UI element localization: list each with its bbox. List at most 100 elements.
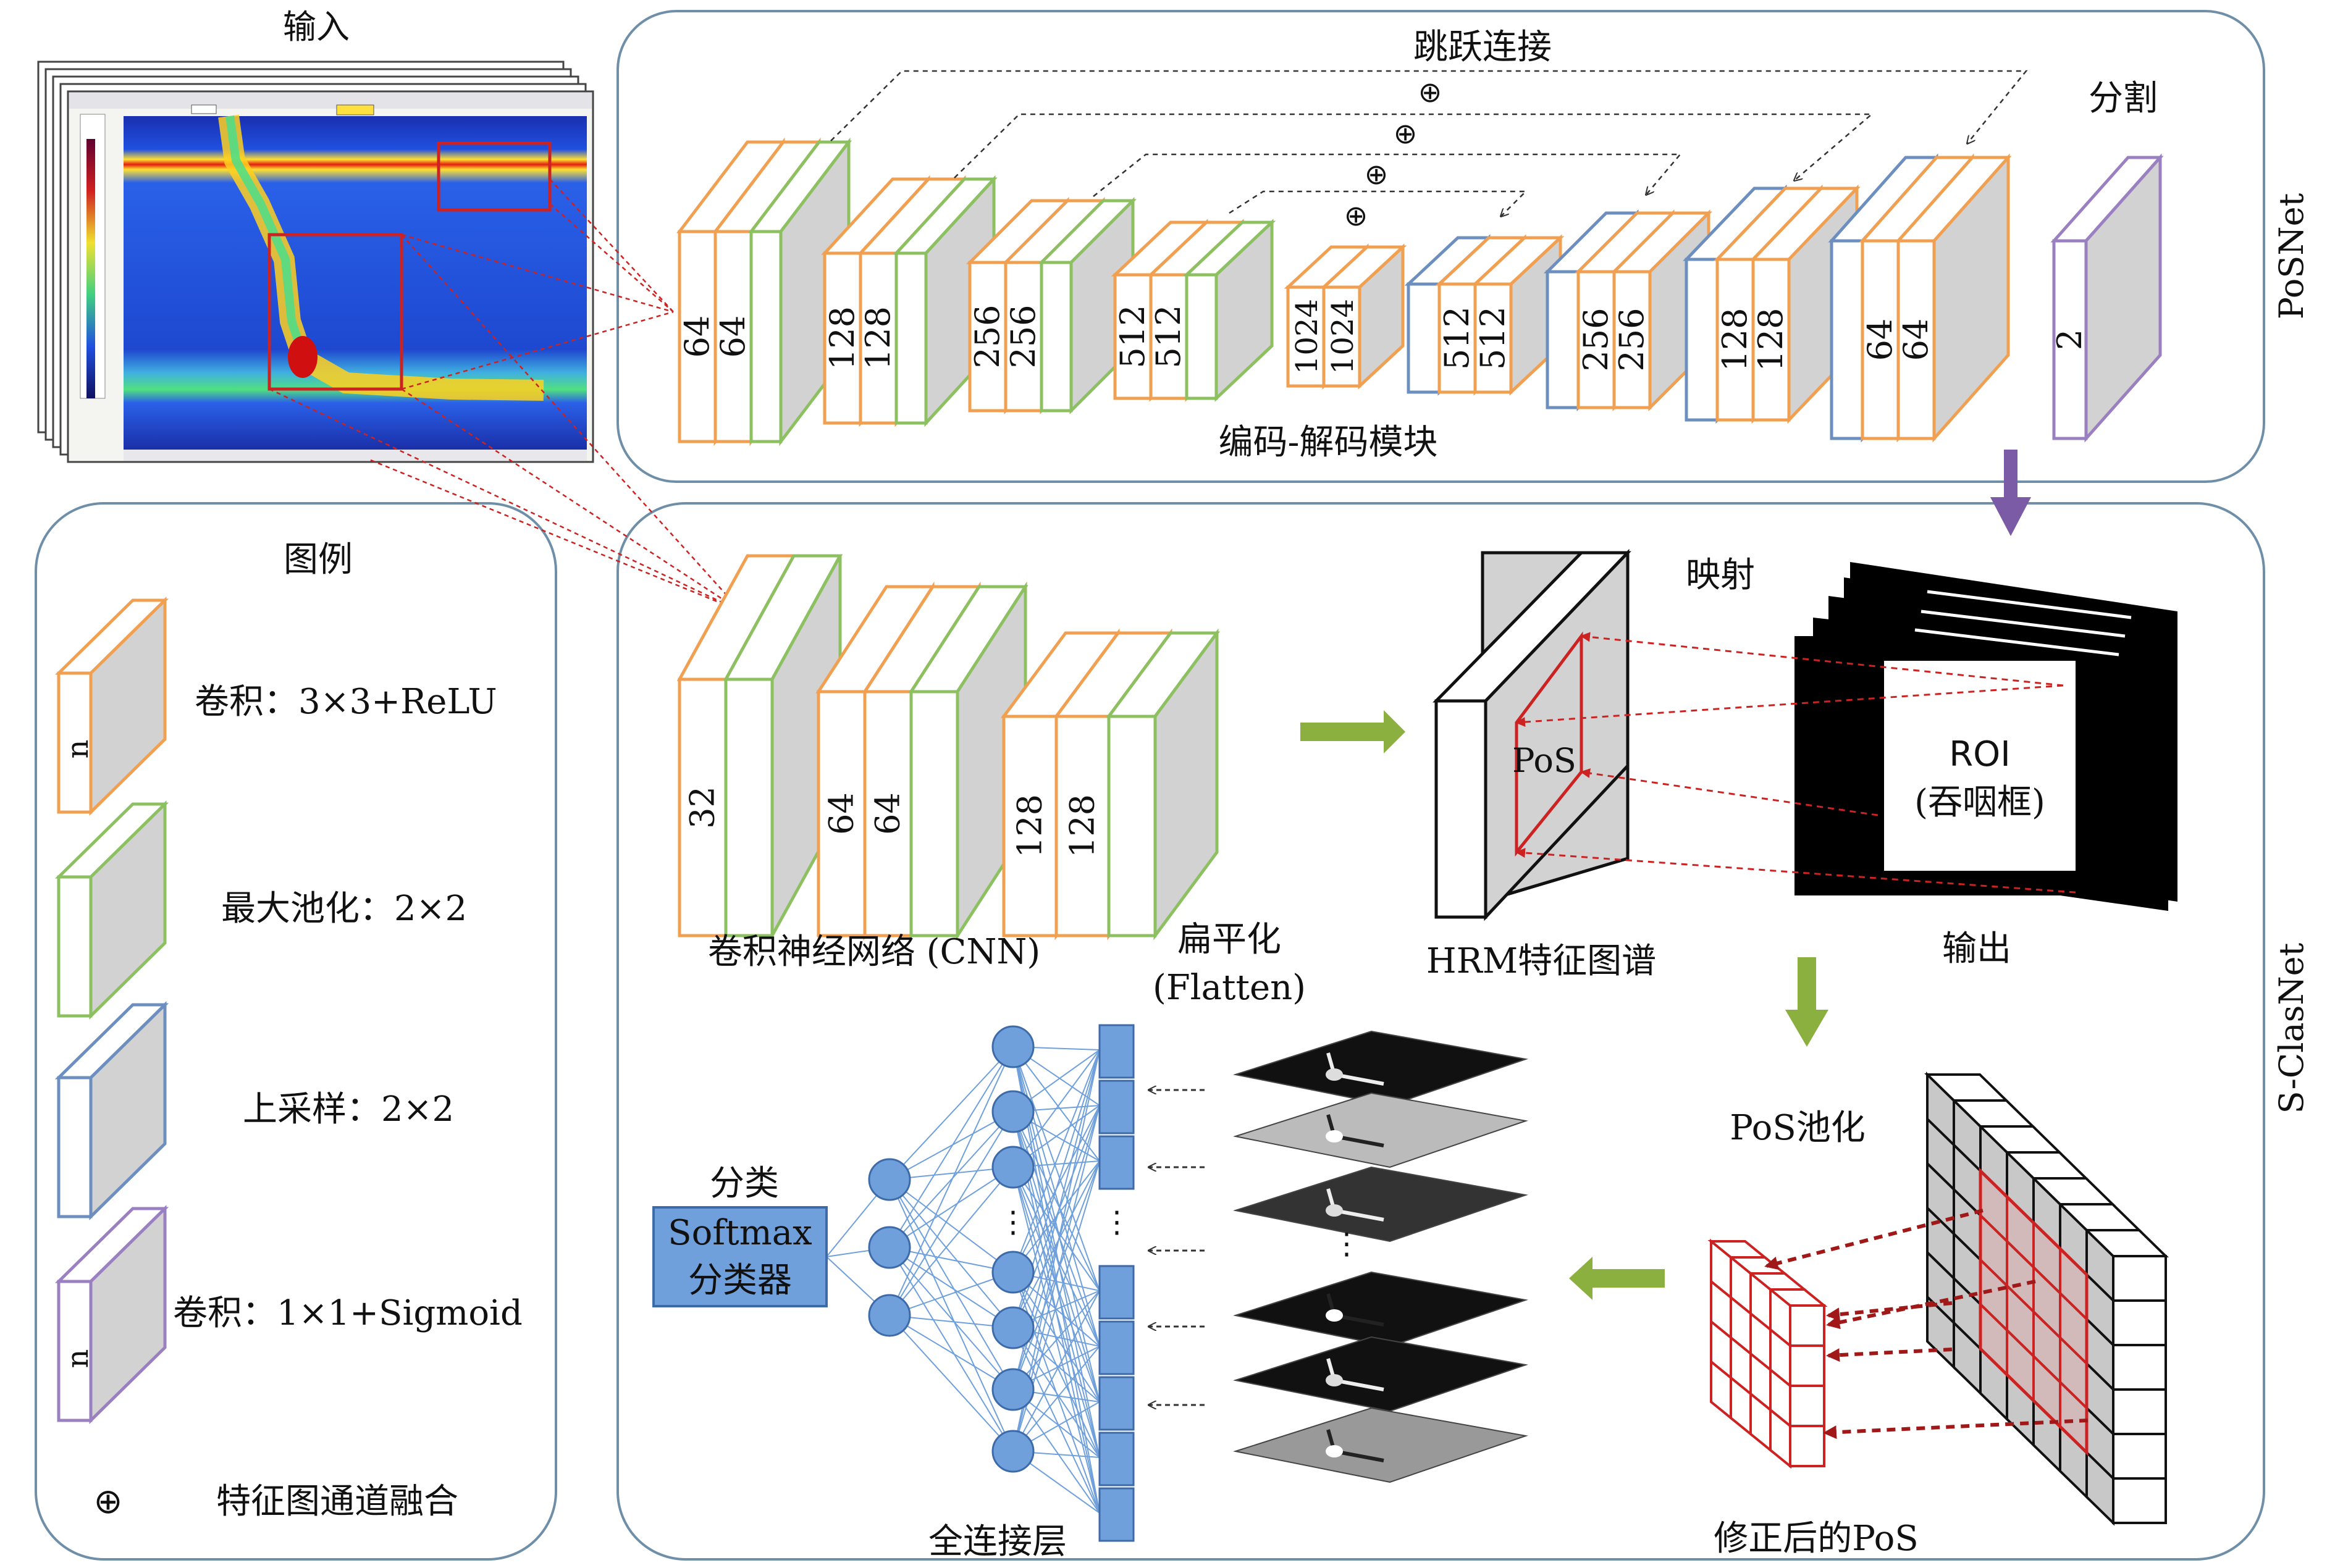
- channel-label: 64: [822, 792, 861, 835]
- flatten-vector-cell: [1098, 1432, 1135, 1486]
- channel-label: 32: [683, 786, 722, 829]
- feature-sheet: [1233, 1092, 1528, 1168]
- roi-box-small: [437, 141, 552, 212]
- flatten-vector-cell: [1098, 1024, 1135, 1079]
- sheets-ellipsis: ⋮: [1332, 1226, 1361, 1261]
- channel-label: 256: [1004, 304, 1043, 368]
- flatten-vector-cell: [1098, 1080, 1135, 1134]
- flatten-vector-cell: [1098, 1265, 1135, 1320]
- fc-ellipsis: ⋮: [998, 1205, 1028, 1239]
- softmax-box: [652, 1206, 828, 1307]
- channel-label: 512: [1473, 306, 1512, 370]
- channel-label: 1024: [1290, 299, 1324, 374]
- channel-label: 64: [869, 792, 907, 835]
- vector-ellipsis: ⋮: [1102, 1205, 1132, 1239]
- channel-label: 128: [1751, 308, 1790, 371]
- channel-label: 128: [859, 306, 898, 370]
- map-label: 映射: [1686, 555, 1755, 595]
- legend-n-sigmoid: n: [61, 1349, 95, 1369]
- channel-label: 256: [1612, 308, 1651, 371]
- legend-item-pool: 最大池化：2×2: [221, 889, 467, 929]
- legend-item-conv: 卷积：3×3+ReLU: [195, 682, 497, 722]
- fc-node: [991, 1306, 1035, 1349]
- flatten-vector-cell: [1098, 1320, 1135, 1375]
- channel-label: 64: [678, 316, 717, 358]
- concat-symbol-1: ⊕: [1418, 75, 1442, 109]
- channel-label: 2: [2050, 329, 2089, 350]
- channel-label: 128: [823, 306, 862, 370]
- flattened-feature-maps: [1149, 1030, 1528, 1483]
- fc-label: 全连接层: [928, 1522, 1067, 1562]
- legend-up-shape: [54, 1001, 169, 1220]
- feature-sheet: [1233, 1407, 1528, 1483]
- sclasnet-panel: [616, 502, 2265, 1561]
- input-label: 输入: [283, 7, 350, 46]
- green-arrow-to-hrm: [1300, 710, 1405, 753]
- input-projection-lines: [269, 178, 742, 613]
- dec-conv-block: 64: [1895, 153, 2012, 443]
- module-label: 编码-解码模块: [1219, 422, 1438, 463]
- seg-label: 分割: [2089, 78, 2158, 119]
- green-arrow-left: [1569, 1257, 1665, 1300]
- pos-label: PoS: [1512, 741, 1576, 780]
- feature-sheet: [1233, 1166, 1528, 1243]
- cnn-label: 卷积神经网络 (CNN): [708, 932, 1040, 972]
- pos-grid-large: [1924, 1071, 2169, 1526]
- seg-output-block: 2: [2050, 153, 2164, 443]
- legend-conv-shape: [54, 597, 169, 816]
- fc-node: [868, 1226, 911, 1269]
- pos-grid-corrected: [1707, 1238, 1828, 1469]
- output-label: 输出: [1942, 929, 2011, 969]
- legend-item-up: 上采样：2×2: [243, 1089, 454, 1130]
- grid-cell-front: [2112, 1299, 2167, 1346]
- skip-connections: [830, 70, 2028, 216]
- fc-node: [868, 1294, 911, 1337]
- legend-concat-icon: ⊕: [94, 1482, 123, 1522]
- legend-n-conv: n: [61, 740, 95, 759]
- fc-node: [868, 1158, 911, 1201]
- concat-symbol-2: ⊕: [1394, 117, 1418, 150]
- legend-panel: [35, 502, 557, 1561]
- feature-sheet: [1233, 1271, 1528, 1348]
- concat-symbol-4: ⊕: [1344, 199, 1368, 232]
- fc-node: [991, 1251, 1035, 1294]
- green-arrow-down: [1785, 957, 1828, 1047]
- concat-symbol-3: ⊕: [1365, 157, 1389, 191]
- pooling-arrows: [1764, 1209, 2089, 1440]
- input-image-stack: [37, 61, 594, 463]
- posnet-panel: [616, 10, 2265, 483]
- sclasnet-name: S-ClasNet: [2272, 942, 2311, 1113]
- flatten-label: 扁平化: [1177, 920, 1281, 960]
- grid-cell-front: [2112, 1388, 2167, 1435]
- fc-node: [991, 1090, 1035, 1133]
- channel-label: 512: [1113, 304, 1152, 368]
- channel-label: 64: [1896, 319, 1935, 361]
- hrm-feature-map: [1433, 548, 1631, 921]
- roi-output-stack: [1794, 562, 2177, 911]
- legend-item-concat: 特征图通道融合: [216, 1482, 458, 1522]
- channel-label: 512: [1149, 304, 1188, 368]
- roi-sub: (吞咽框): [1914, 782, 2045, 823]
- small-grid-cell-front: [1789, 1425, 1825, 1467]
- grid-cell-front: [2112, 1344, 2167, 1391]
- fc-node: [991, 1368, 1035, 1411]
- enc-conv-block: 1024: [1319, 243, 1407, 390]
- fully-connected-layer: ⋮⋮: [826, 1024, 1135, 1542]
- legend-title: 图例: [284, 540, 353, 580]
- small-grid-cell-front: [1789, 1344, 1825, 1387]
- enc-pool-block: [1182, 219, 1276, 402]
- legend-item-sigmoid: 卷积：1×1+Sigmoid: [173, 1293, 523, 1333]
- channel-label: 256: [1576, 308, 1615, 371]
- fc-node: [991, 1025, 1035, 1068]
- softmax-line2: 分类器: [688, 1260, 792, 1301]
- channel-label: 128: [1011, 794, 1050, 858]
- softmax-line1: Softmax: [668, 1213, 812, 1253]
- hrm-label: HRM特征图谱: [1426, 941, 1656, 981]
- legend-shapes: [54, 597, 169, 1424]
- grid-cell-front: [2112, 1255, 2167, 1302]
- flatten-vector-cell: [1098, 1135, 1135, 1190]
- grid-cell-front: [2112, 1477, 2167, 1524]
- enc-pool-block: [1037, 196, 1137, 415]
